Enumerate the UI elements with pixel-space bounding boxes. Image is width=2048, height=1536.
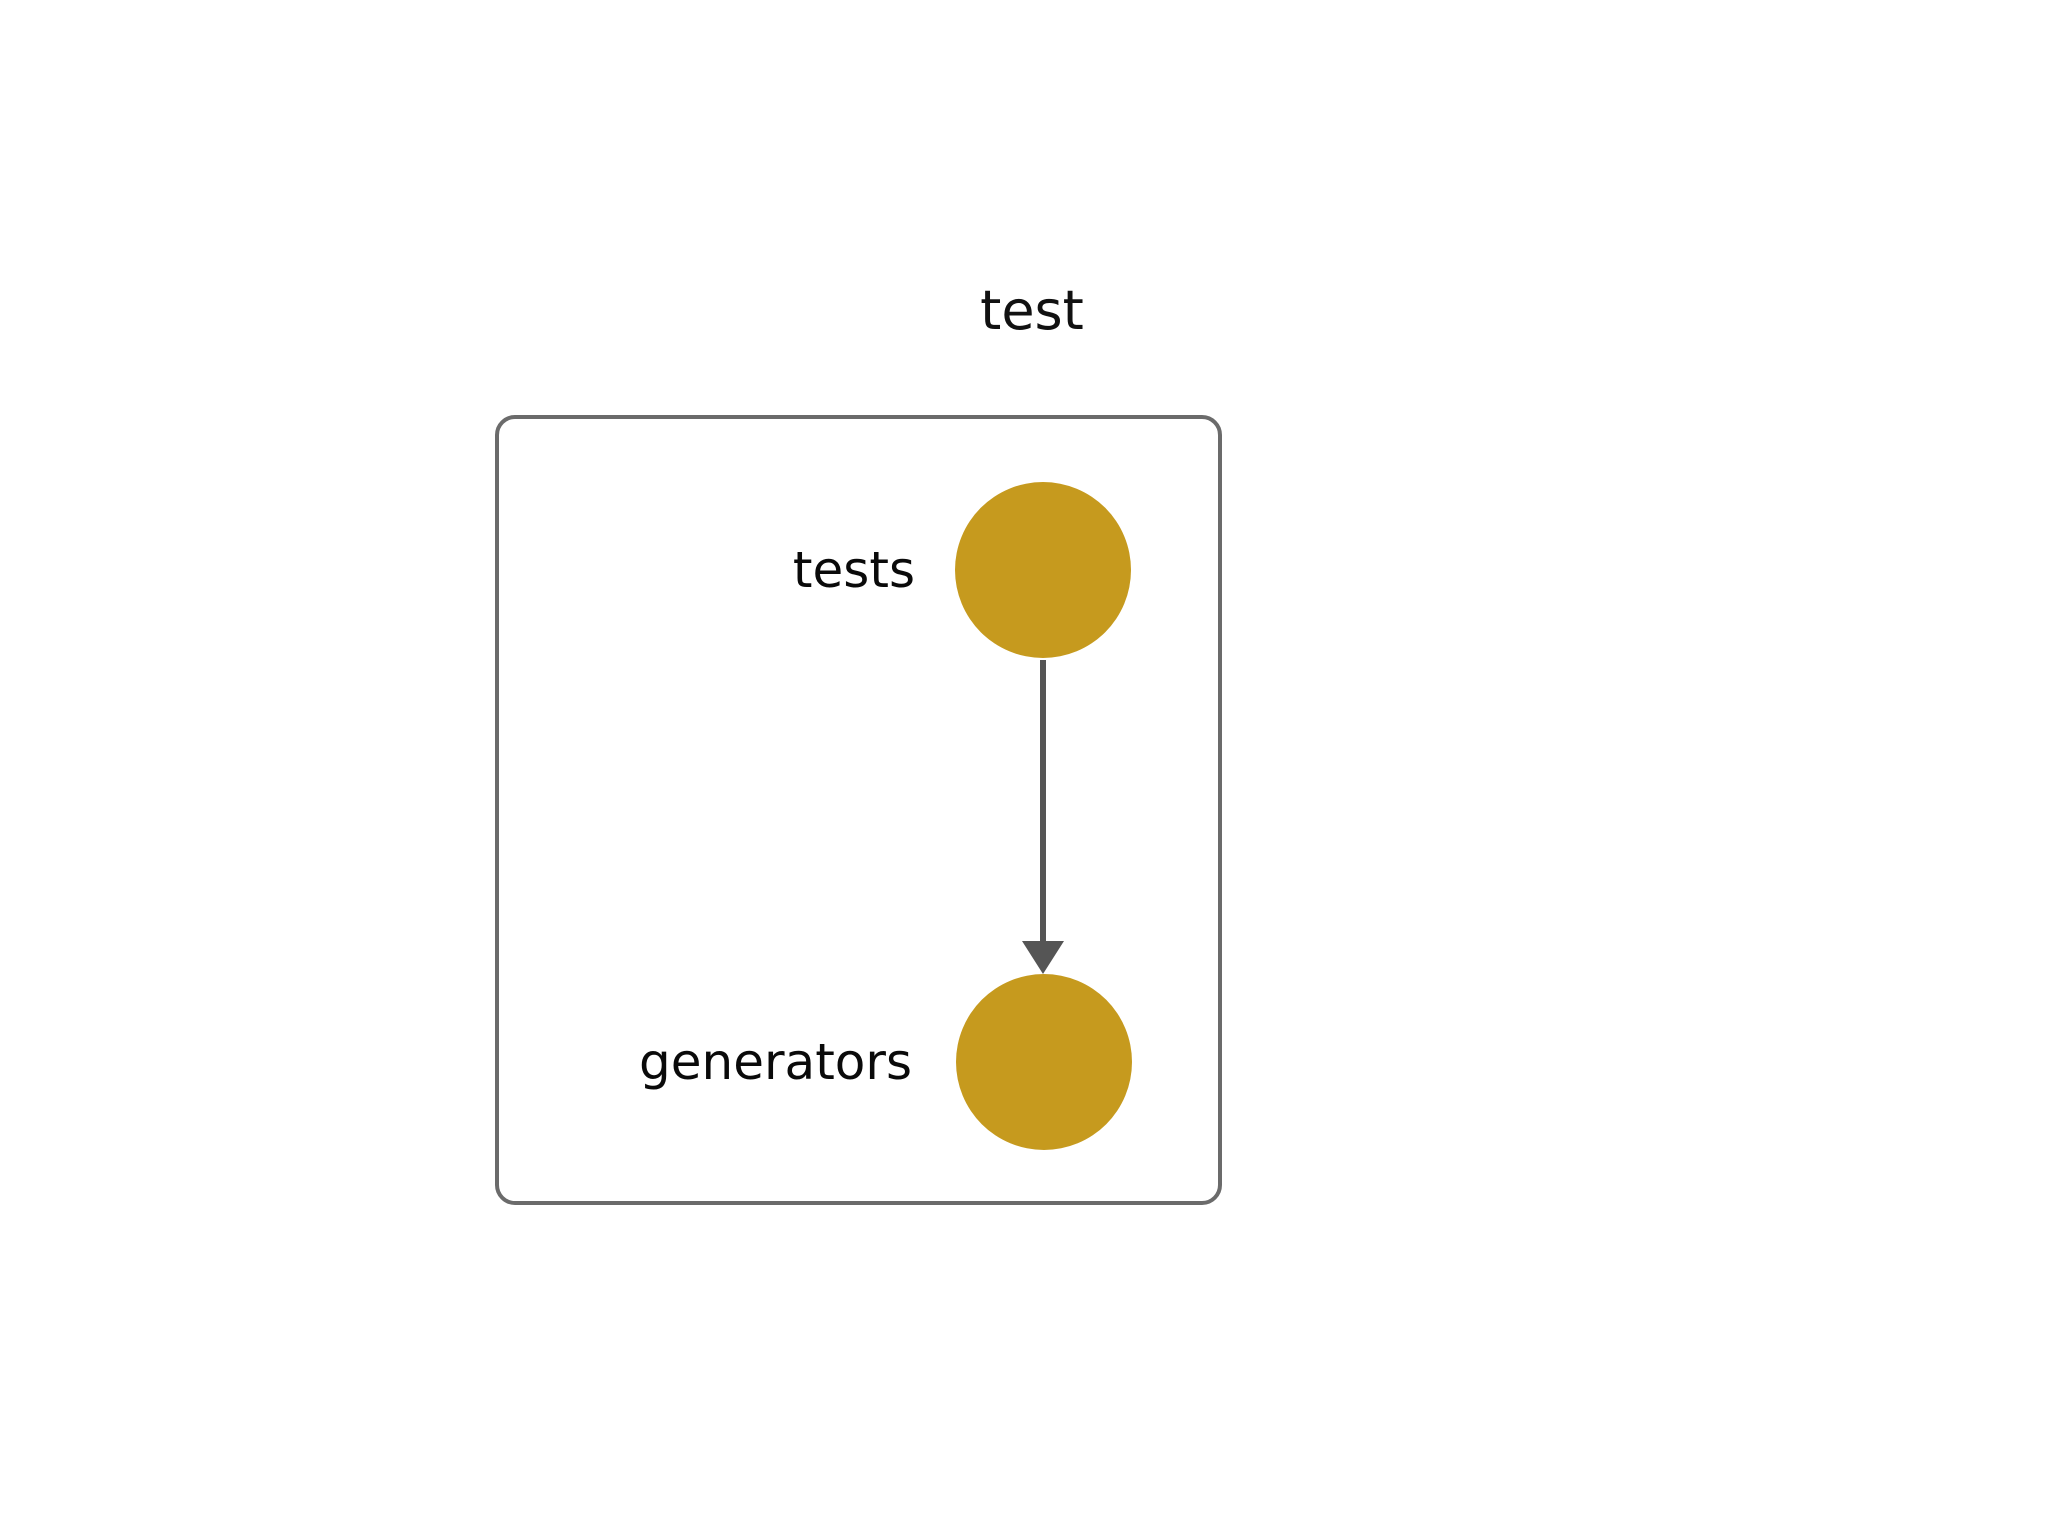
- node-generators[interactable]: [956, 974, 1132, 1150]
- page-title: test: [980, 279, 1084, 342]
- node-tests-label: tests: [792, 541, 915, 599]
- node-tests[interactable]: [955, 482, 1131, 658]
- node-generators-label: generators: [639, 1033, 912, 1091]
